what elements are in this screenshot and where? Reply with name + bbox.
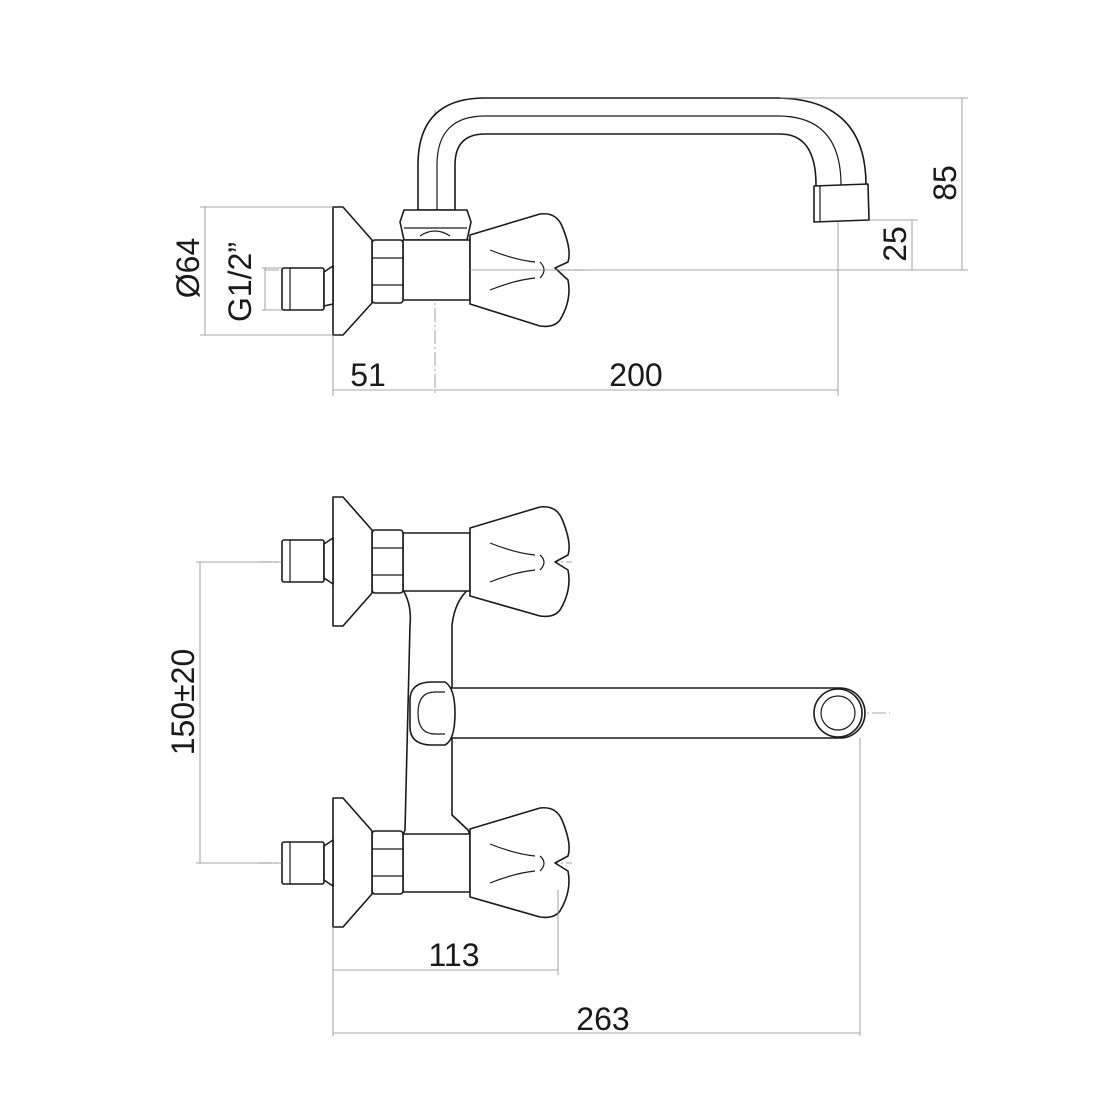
side-swivel-nut-face	[419, 230, 451, 237]
dim-113-label: 113	[428, 937, 479, 973]
front-upper-handle	[469, 505, 570, 618]
front-lower-wall-flange	[332, 797, 373, 928]
front-upper-inlet-taper	[323, 537, 334, 585]
front-spout-collar-inner	[417, 691, 445, 735]
front-upper-wall-flange	[332, 496, 373, 627]
side-aerator	[813, 183, 870, 223]
dim-263-label: 263	[576, 1001, 629, 1037]
dim-51-label: 51	[350, 357, 386, 393]
side-view: 85 25 Ø64 G1/2” 51 200	[170, 97, 968, 396]
dim-200-label: 200	[609, 357, 662, 393]
front-lower-inlet-taper	[323, 839, 334, 887]
dim-85-label: 85	[927, 165, 963, 201]
front-spout-arm	[429, 687, 866, 739]
side-valve-body	[402, 239, 471, 301]
front-lower-handle-groove	[489, 843, 545, 884]
side-spout-tube	[417, 97, 867, 211]
side-wall-flange	[332, 206, 373, 336]
dim-25-label: 25	[877, 226, 913, 262]
front-lower-valve-body	[402, 833, 471, 893]
front-spout-tip-inner	[820, 695, 856, 731]
front-lower-handle	[469, 806, 570, 919]
side-inlet-taper	[323, 265, 334, 307]
side-spout-inner-line	[436, 115, 842, 210]
front-upper-hex-nut	[371, 529, 404, 594]
front-upper-handle-groove	[489, 542, 545, 583]
dim-d64-label: Ø64	[170, 238, 206, 298]
front-spout-collar	[409, 681, 456, 746]
side-inlet-connector	[281, 267, 325, 311]
front-view: 150±20 113 263	[165, 496, 890, 1037]
side-swivel-nut	[399, 209, 472, 241]
side-hex-nut	[371, 239, 404, 304]
front-lower-hex-nut	[371, 830, 404, 895]
front-lower-inlet-connector	[281, 841, 325, 885]
dim-150-label: 150±20	[165, 649, 201, 756]
front-upper-valve-body	[402, 532, 471, 592]
front-upper-inlet-connector	[281, 539, 325, 583]
dim-thread-label: G1/2”	[222, 242, 258, 322]
